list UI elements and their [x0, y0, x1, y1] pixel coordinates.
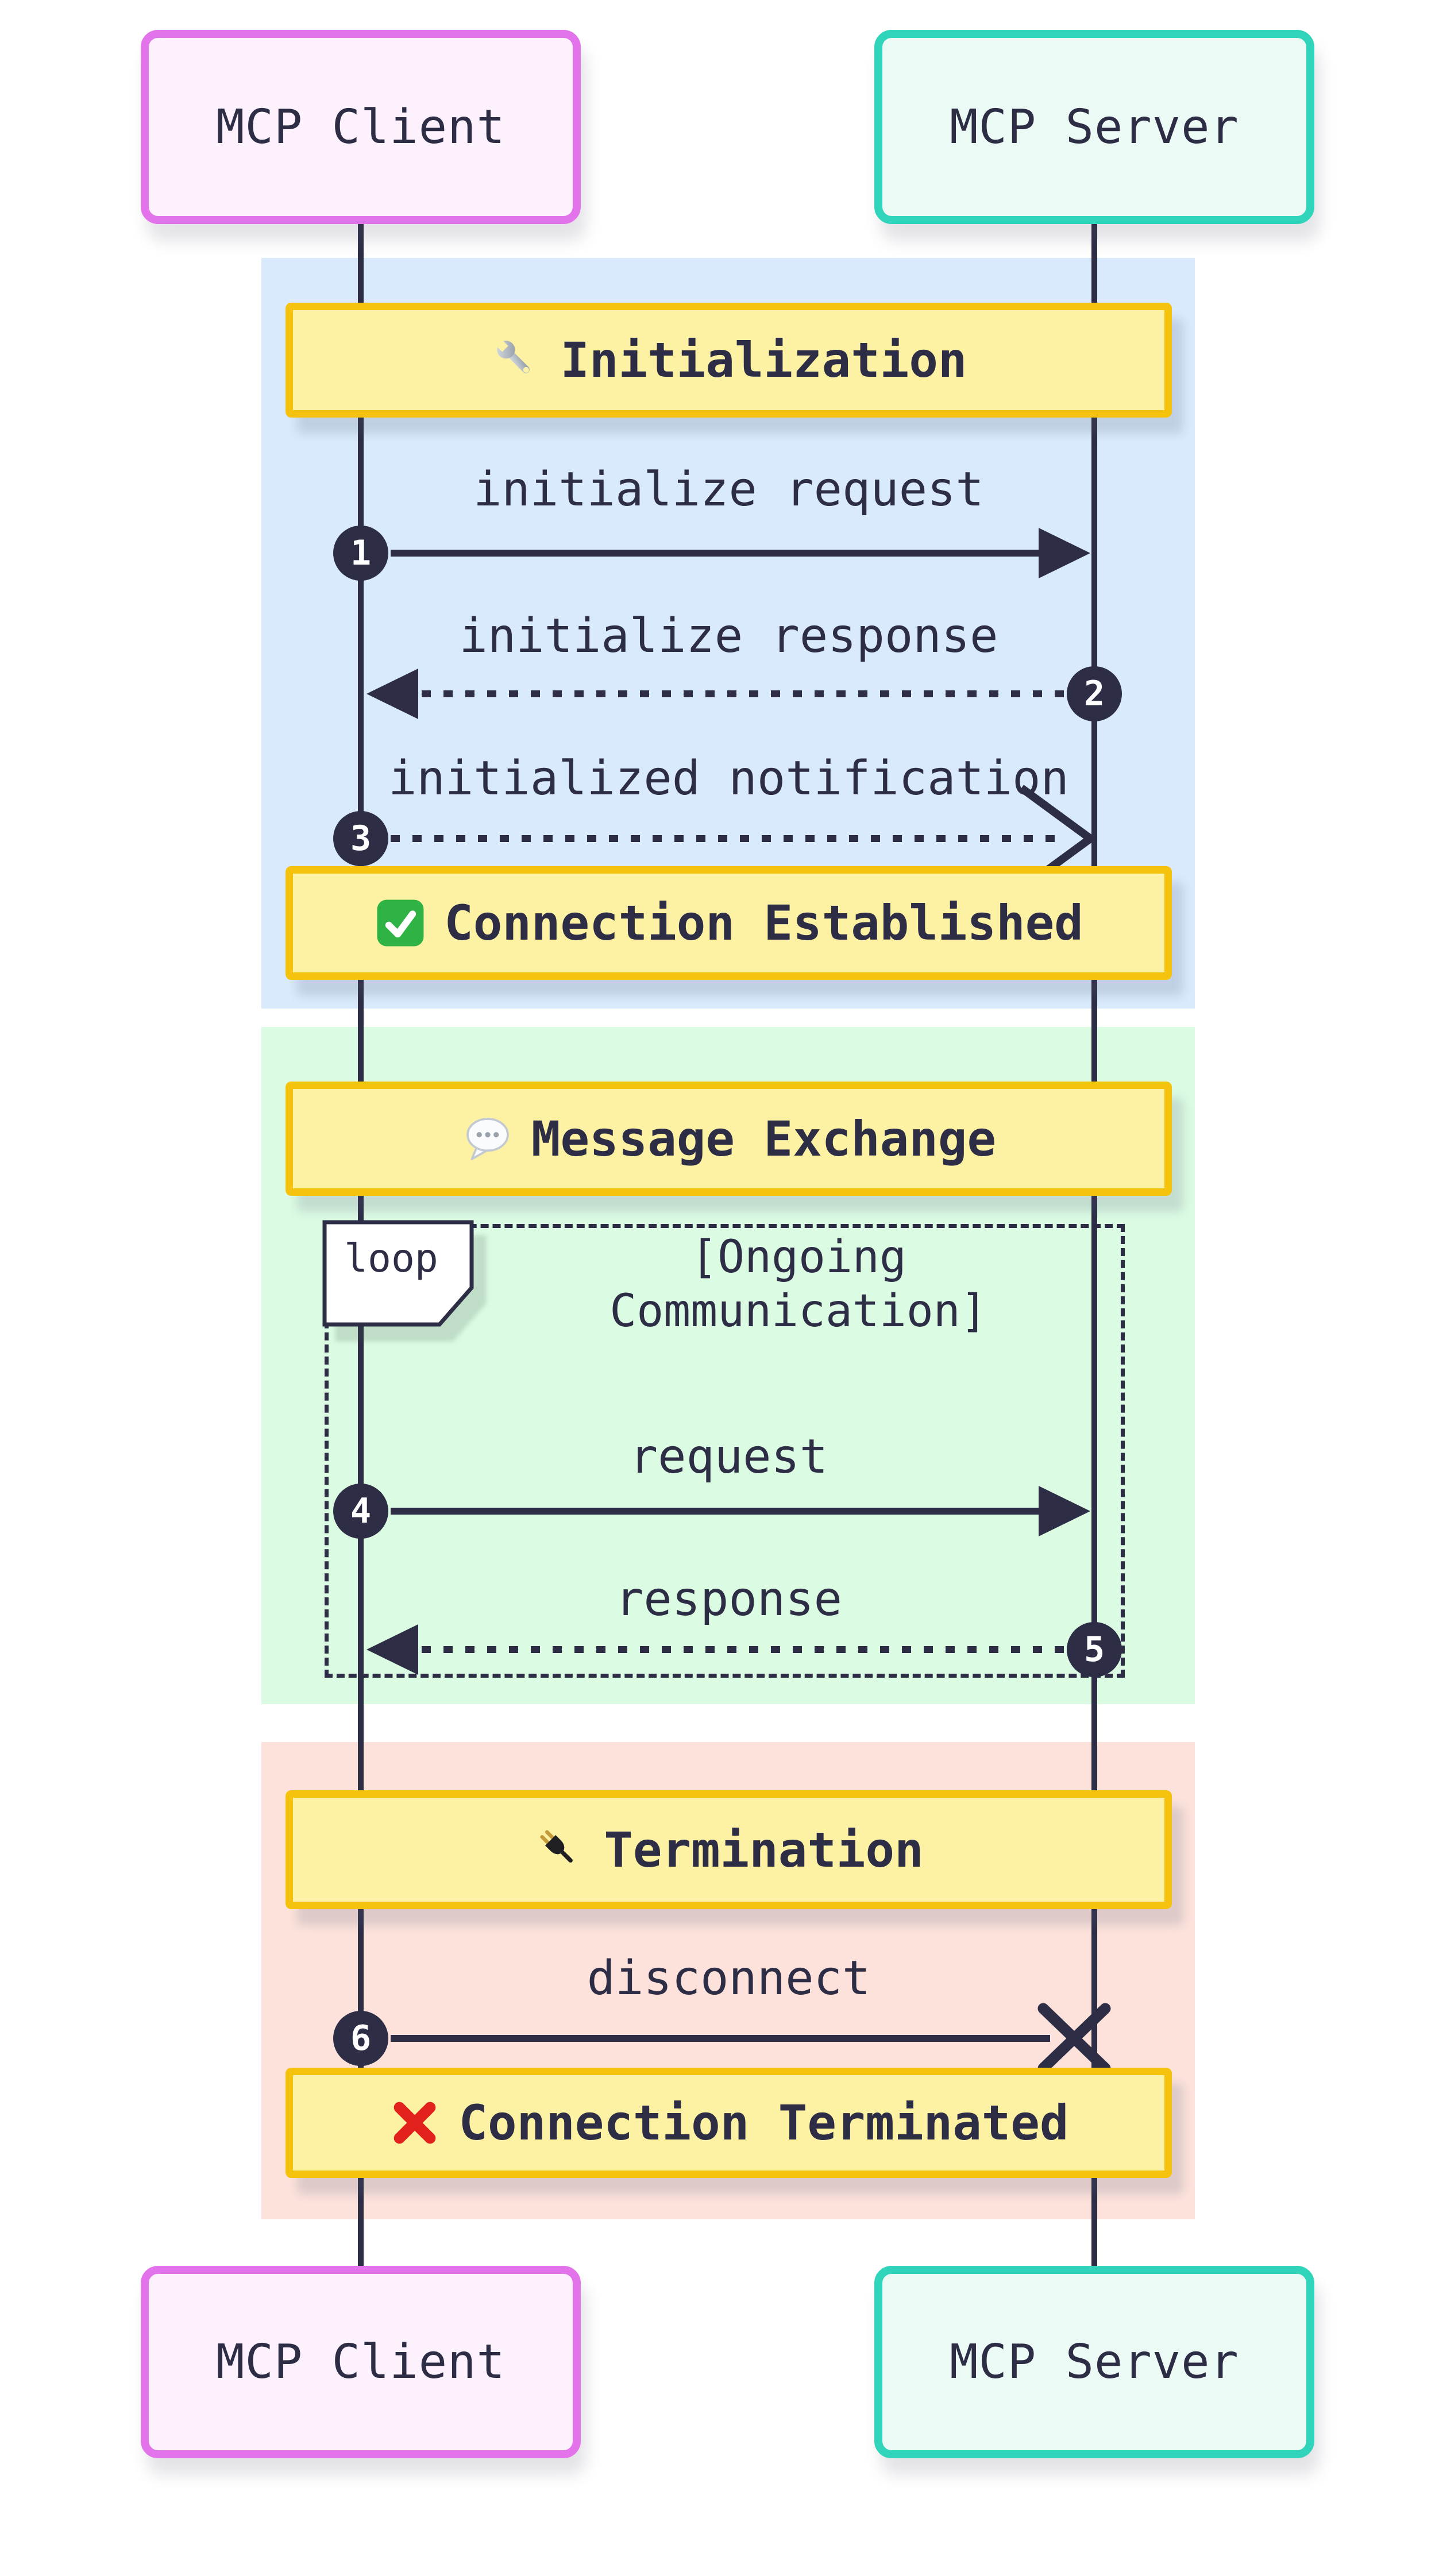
actor-mcp-server-top: MCP Server — [874, 30, 1314, 224]
wrench-icon — [490, 334, 543, 387]
arrow-initialize-request — [391, 528, 1090, 578]
loop-label: loop — [322, 1220, 474, 1327]
loop-frame — [325, 1224, 1125, 1678]
note-initialization: Initialization — [286, 303, 1172, 418]
note-connection-terminated: Connection Terminated — [286, 2068, 1172, 2178]
actor-mcp-client-top: MCP Client — [141, 30, 581, 224]
plug-icon — [534, 1824, 587, 1876]
speech-balloon-icon — [461, 1113, 514, 1165]
loop-label-shape — [322, 1220, 474, 1327]
note-initialization-label: Initialization — [560, 332, 967, 388]
message-label-initialized-notification: initialized notification — [388, 751, 1069, 806]
loop-label-text: loop — [344, 1236, 438, 1281]
actor-label: MCP Client — [216, 99, 506, 155]
actor-mcp-client-bottom: MCP Client — [141, 2266, 581, 2458]
loop-condition: [Ongoing Communication] — [488, 1230, 1109, 1338]
sequence-number-badge: 1 — [333, 526, 388, 581]
actor-label: MCP Client — [216, 2335, 506, 2389]
cross-icon — [388, 2096, 441, 2149]
note-connection-established: Connection Established — [286, 866, 1172, 980]
sequence-number-badge: 4 — [333, 1484, 388, 1539]
sequence-number-badge: 2 — [1067, 666, 1122, 721]
note-connection-terminated-label: Connection Terminated — [458, 2095, 1069, 2151]
message-label-initialize-response: initialize response — [459, 609, 998, 663]
arrow-disconnect — [391, 2003, 1111, 2074]
actor-label: MCP Server — [950, 99, 1239, 155]
message-label-request: request — [629, 1430, 828, 1484]
note-termination-label: Termination — [604, 1821, 924, 1878]
check-icon — [374, 897, 427, 949]
note-termination: Termination — [286, 1790, 1172, 1909]
sequence-number-badge: 5 — [1067, 1622, 1122, 1677]
message-label-response: response — [615, 1572, 842, 1627]
note-message-exchange-label: Message Exchange — [531, 1110, 997, 1167]
sequence-number-badge: 3 — [333, 811, 388, 866]
sequence-number-badge: 6 — [333, 2011, 388, 2066]
note-connection-established-label: Connection Established — [444, 895, 1083, 951]
loop-condition-line2: Communication] — [609, 1285, 987, 1337]
message-label-disconnect: disconnect — [587, 1951, 871, 2006]
message-label-initialize-request: initialize request — [473, 462, 984, 517]
arrow-response — [366, 1624, 1064, 1675]
arrow-request — [391, 1486, 1090, 1536]
arrow-initialize-response — [366, 669, 1064, 719]
loop-condition-line1: [Ongoing — [690, 1231, 906, 1283]
actor-mcp-server-bottom: MCP Server — [874, 2266, 1314, 2458]
note-message-exchange: Message Exchange — [286, 1082, 1172, 1196]
actor-label: MCP Server — [950, 2335, 1239, 2389]
